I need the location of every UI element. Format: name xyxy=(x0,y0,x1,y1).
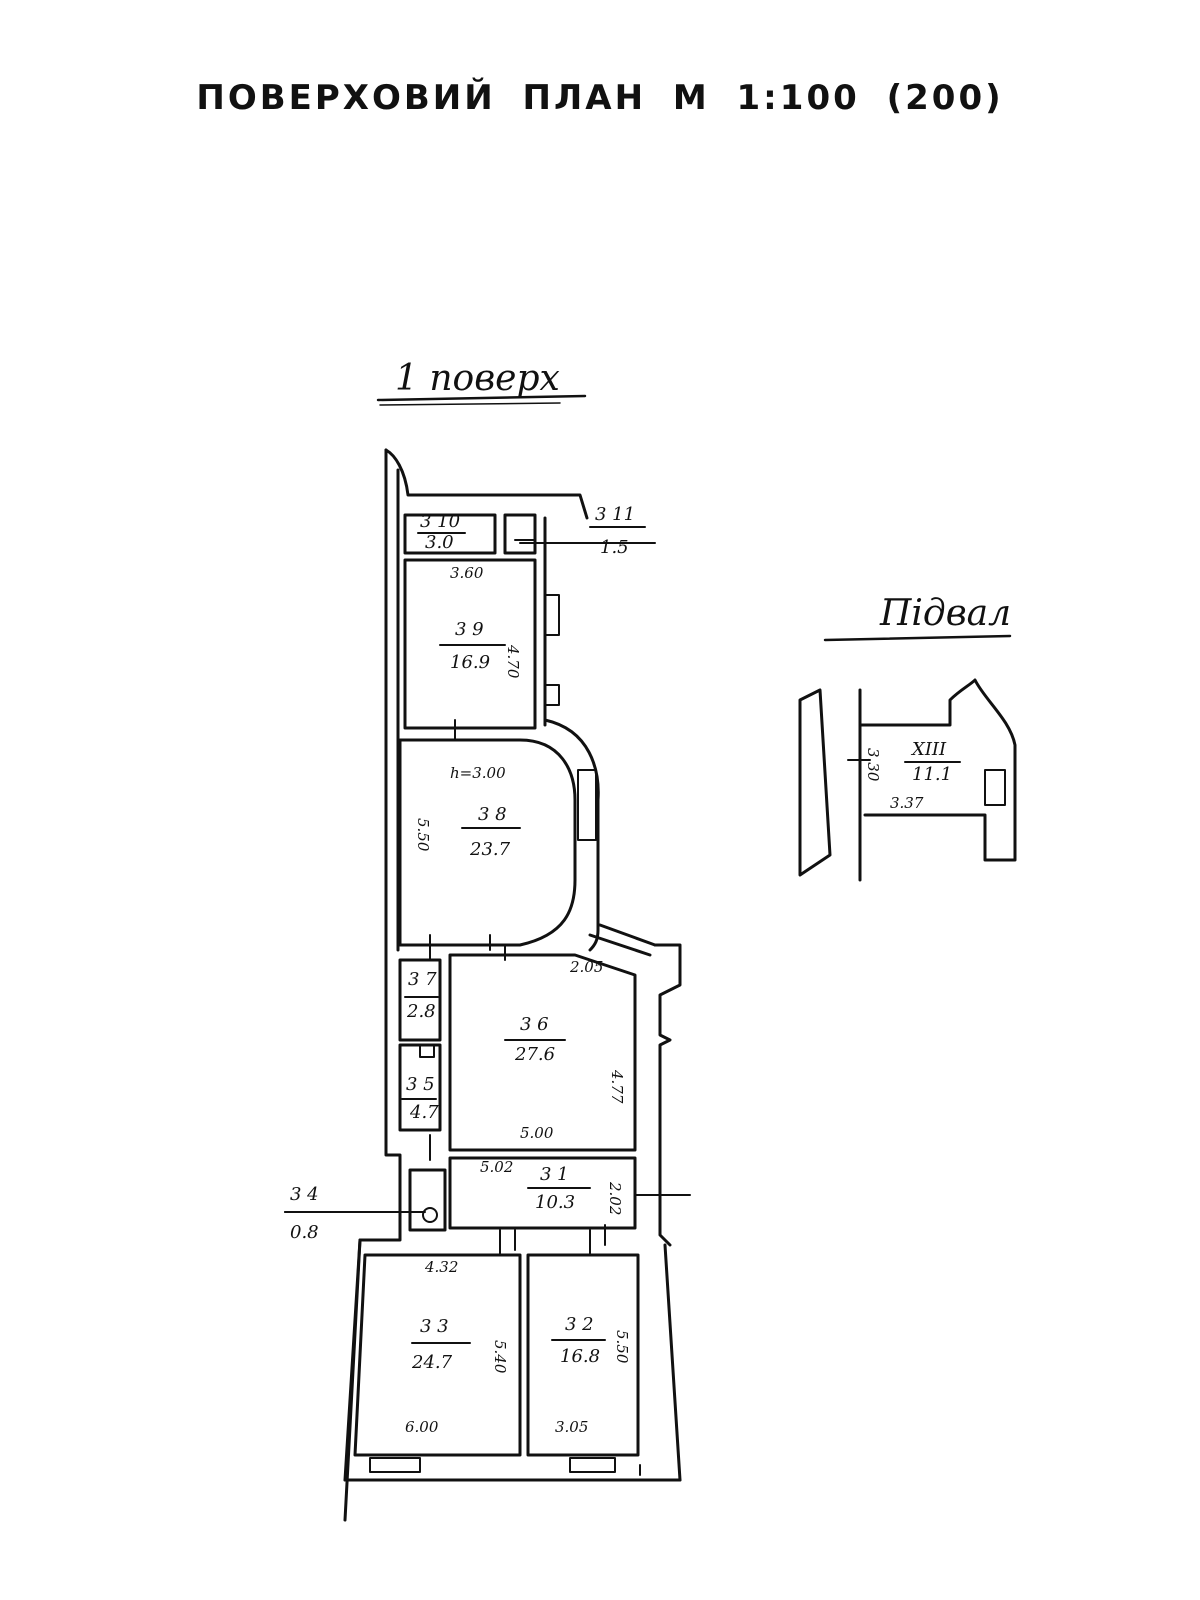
dimension: 5.50 xyxy=(414,818,432,852)
dimension: 3.30 xyxy=(864,748,882,782)
room-area: 3.0 xyxy=(425,532,454,553)
room-3-1-outline xyxy=(448,1156,637,1230)
room-area: 1.5 xyxy=(600,537,629,558)
room-area: 24.7 xyxy=(411,1352,453,1373)
fixture-3-4 xyxy=(422,1207,438,1223)
window-3-2 xyxy=(569,1457,616,1473)
room-3-6-outline xyxy=(448,953,637,1152)
room-area: 27.6 xyxy=(514,1044,555,1065)
dimension: 3.37 xyxy=(890,794,924,812)
room-number: 3 2 xyxy=(565,1314,594,1335)
room-3-4-outline xyxy=(408,1168,447,1232)
room-area: 0.8 xyxy=(290,1222,319,1243)
room-number: 3 7 xyxy=(408,969,437,990)
room-number: 3 11 xyxy=(595,504,635,525)
dimension-labels: 3.60 4.70 h=3.00 5.50 2.05 4.77 5.00 5.0… xyxy=(405,564,924,1436)
basement-window xyxy=(984,769,1006,806)
dimension: 4.32 xyxy=(424,1258,458,1276)
room-3-2-outline xyxy=(526,1253,640,1457)
page-title: ПОВЕРХОВИЙ ПЛАН М 1:100 (200) xyxy=(196,78,1004,118)
fixture-3-5 xyxy=(419,1044,435,1058)
dimension: 3.05 xyxy=(555,1418,588,1436)
room-area: 10.3 xyxy=(535,1192,575,1213)
dimension: 5.50 xyxy=(613,1330,631,1364)
basement-label: Підвал xyxy=(879,593,1011,634)
room-3-3-outline xyxy=(353,1253,522,1457)
room-number: 3 6 xyxy=(520,1014,549,1035)
window-3-9b xyxy=(544,684,560,706)
first-floor-plan xyxy=(284,448,691,1522)
dimension: 2.02 xyxy=(606,1181,624,1215)
room-area: 2.8 xyxy=(406,1001,436,1022)
room-number: 3 10 xyxy=(420,511,460,532)
door-ticks xyxy=(429,539,641,1476)
bay-wall-3-8 xyxy=(543,718,600,952)
top-notch-wall xyxy=(384,448,589,520)
room-area: 16.9 xyxy=(450,652,490,673)
room-3-10-outline xyxy=(403,513,497,555)
dimension: 2.05 xyxy=(569,958,603,976)
room-area: 16.8 xyxy=(560,1346,600,1367)
room-labels: 3 10 3.0 3 11 1.5 3 9 16.9 3 8 23.7 3 7 … xyxy=(290,504,952,1373)
dimension: 4.77 xyxy=(608,1069,626,1104)
room-number: XIII xyxy=(910,739,947,760)
basement-label-group: Підвал xyxy=(823,593,1012,642)
room-number: 3 5 xyxy=(406,1074,435,1095)
east-wall-3-6 xyxy=(653,943,682,1247)
dimension: h=3.00 xyxy=(450,764,506,782)
room-number: 3 9 xyxy=(455,619,484,640)
dimension: 5.02 xyxy=(480,1158,513,1176)
room-number: 3 4 xyxy=(290,1184,319,1205)
dimension: 5.40 xyxy=(491,1340,509,1374)
dimension: 3.60 xyxy=(450,564,484,582)
room-area: 11.1 xyxy=(912,764,952,785)
window-3-8 xyxy=(577,769,597,841)
basement-plan xyxy=(798,678,1017,882)
room-number: 3 1 xyxy=(540,1164,569,1185)
floor-label-underline-2 xyxy=(379,402,561,406)
room-3-8-outline xyxy=(398,738,577,947)
window-3-9 xyxy=(544,594,560,636)
room-3-9-outline xyxy=(403,558,537,730)
dimension: 4.70 xyxy=(504,644,522,679)
room-area: 23.7 xyxy=(469,839,511,860)
diagonal-wall xyxy=(588,933,652,957)
basement-left-wall xyxy=(798,688,832,877)
room-number: 3 3 xyxy=(420,1316,449,1337)
basement-label-underline xyxy=(823,634,1012,642)
room-3-7-outline xyxy=(398,958,442,1042)
dimension: 6.00 xyxy=(405,1418,439,1436)
floor-label: 1 поверх xyxy=(395,358,560,399)
diagonal-wall-2 xyxy=(598,923,657,947)
dimension: 5.00 xyxy=(520,1124,554,1142)
room-number: 3 8 xyxy=(478,804,507,825)
floor-label-group: 1 поверх xyxy=(376,358,587,406)
fraction-lines xyxy=(284,526,961,1344)
floor-label-underline xyxy=(376,394,587,402)
room-3-11-outline xyxy=(503,513,537,555)
window-3-3 xyxy=(369,1457,421,1473)
basement-room-wall xyxy=(858,678,1017,882)
room-area: 4.7 xyxy=(409,1102,439,1123)
